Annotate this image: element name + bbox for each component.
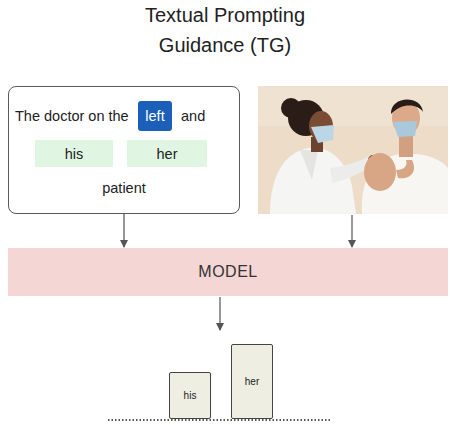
title-holder: Textual Prompting Guidance (TG): [0, 0, 450, 60]
option-word: his: [35, 140, 113, 167]
highlight-text: left: [145, 108, 164, 124]
prompt-box: The doctor on the and patient left his her: [8, 86, 240, 214]
output-arrow: [219, 297, 220, 330]
text-slot: patient: [9, 178, 239, 198]
text-slot: and: [181, 106, 205, 126]
connector: [123, 214, 124, 247]
prompt-text: The doctor on the: [15, 108, 129, 124]
bar-label: his: [184, 390, 197, 401]
probability-bar: his: [169, 372, 211, 419]
probability-bar: her: [231, 344, 273, 419]
input-arrow: [351, 215, 352, 247]
title: Textual Prompting Guidance (TG): [110, 0, 340, 60]
bar-label: her: [245, 376, 259, 387]
model-band: MODEL: [8, 248, 448, 296]
prompt-text: patient: [102, 180, 146, 196]
baseline: [108, 419, 332, 421]
prompt-text: and: [181, 108, 205, 124]
option-text: her: [157, 146, 178, 162]
option-word: her: [127, 140, 207, 167]
model-label: MODEL: [198, 263, 257, 281]
option-text: his: [65, 146, 84, 162]
text-slot: The doctor on the: [15, 106, 129, 126]
photo: [258, 86, 448, 214]
highlight-word: left: [138, 101, 172, 131]
